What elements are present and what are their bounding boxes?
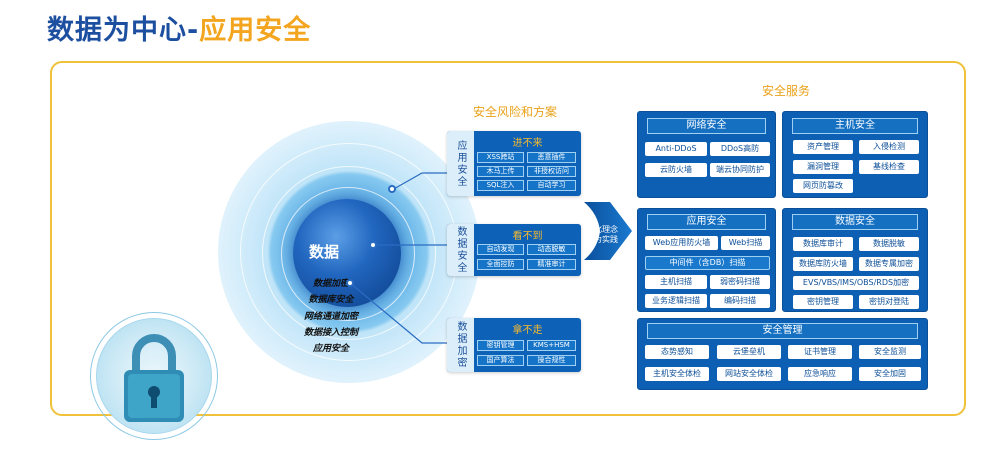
risk-card-head: 看不到 xyxy=(512,231,543,242)
service-section-title: 安全服务 xyxy=(762,84,811,98)
service-item: 网页防篡改 xyxy=(793,179,853,193)
service-item: 编码扫描 xyxy=(710,294,770,308)
connector-dot-app xyxy=(388,185,396,193)
ring-outline-3 xyxy=(281,187,415,321)
content-frame xyxy=(50,61,966,416)
risk-chip: 非授权访问 xyxy=(527,166,576,177)
connector-dot-encrypt xyxy=(346,279,354,287)
risk-card-side-label: 数据加密 xyxy=(447,318,474,372)
service-item: Web扫描 xyxy=(721,236,770,250)
transform-arrow-icon xyxy=(584,202,632,260)
service-item: 主机扫描 xyxy=(645,275,707,289)
risk-chip: 精准审计 xyxy=(527,259,576,270)
service-panel-network: 网络安全 Anti-DDoS DDoS高防 云防火墙 端云协同防护 xyxy=(637,111,776,198)
service-panel-management: 安全管理 态势感知 云堡垒机 证书管理 安全监测 主机安全体检 网站安全体检 应… xyxy=(637,318,928,390)
lock-icon xyxy=(124,334,184,422)
service-item: 端云协同防护 xyxy=(710,163,770,177)
service-item: 安全加固 xyxy=(859,367,921,381)
data-core-label: 数据 xyxy=(308,243,339,261)
service-item: 漏洞管理 xyxy=(793,160,853,174)
service-item: Web应用防火墙 xyxy=(645,236,718,250)
ring-connectors xyxy=(350,172,448,344)
ring-label-app-security: 应用安全 xyxy=(312,344,349,354)
service-item: 中间件（含DB）扫描 xyxy=(645,256,770,270)
risk-chip: 木马上传 xyxy=(477,166,524,177)
risk-card-data-security: 数据安全 看不到 自动发现 动态脱敏 全面控防 精准审计 xyxy=(447,224,581,276)
risk-chip: 全面控防 xyxy=(477,259,524,270)
service-item: 入侵检测 xyxy=(859,140,919,154)
service-panel-app: 应用安全 Web应用防火墙 Web扫描 中间件（含DB）扫描 主机扫描 弱密码扫… xyxy=(637,208,776,312)
service-item: 证书管理 xyxy=(788,345,852,359)
risk-card-app-security: 应用安全 进不来 XSS跨站 恶意插件 木马上传 非授权访问 SQL注入 自动学… xyxy=(447,131,581,196)
risk-chip: XSS跨站 xyxy=(477,152,524,163)
service-item: 弱密码扫描 xyxy=(710,275,770,289)
risk-chip: KMS+HSM xyxy=(527,340,576,351)
risk-chip: 密钥管理 xyxy=(477,340,524,351)
ring-label-access-control: 数据接入控制 xyxy=(303,328,358,338)
service-item: 云堡垒机 xyxy=(717,345,781,359)
transform-arrow-line2: 为实践 xyxy=(594,235,618,244)
service-item: 数据库审计 xyxy=(793,237,853,251)
service-panel-head: 主机安全 xyxy=(792,118,918,134)
service-panel-data: 数据安全 数据库审计 数据脱敏 数据库防火墙 数据专属加密 EVS/VBS/IM… xyxy=(782,208,928,312)
service-item: 主机安全体检 xyxy=(645,367,709,381)
ring-label-encryption: 数据加密 xyxy=(312,279,349,289)
service-item: DDoS高防 xyxy=(710,142,770,156)
lock-ring-outer xyxy=(90,312,218,440)
service-item: 资产管理 xyxy=(793,140,853,154)
service-panel-head: 网络安全 xyxy=(647,118,766,134)
risk-chip: SQL注入 xyxy=(477,180,524,191)
ring-label-db-security: 数据库安全 xyxy=(308,295,354,305)
service-panel-host: 主机安全 资产管理 入侵检测 漏洞管理 基线检查 网页防篡改 xyxy=(782,111,928,198)
service-item: 密钥对登陆 xyxy=(859,295,919,309)
risk-chip: 动态脱敏 xyxy=(527,244,576,255)
service-item: 云防火墙 xyxy=(645,163,707,177)
risk-chip: 自动学习 xyxy=(527,180,576,191)
data-core xyxy=(293,199,401,307)
service-item: 密钥管理 xyxy=(793,295,853,309)
service-item: 安全监测 xyxy=(859,345,921,359)
service-item: 态势感知 xyxy=(645,345,709,359)
service-item: 网站安全体检 xyxy=(717,367,781,381)
connector-dot-data xyxy=(369,241,377,249)
risk-card-head: 拿不走 xyxy=(512,325,543,336)
service-item: 数据脱敏 xyxy=(859,237,919,251)
risk-card-data-encryption: 数据加密 拿不走 密钥管理 KMS+HSM 国产算法 操合规性 xyxy=(447,318,581,372)
risk-chip: 恶意插件 xyxy=(527,152,576,163)
risk-card-side-label: 数据安全 xyxy=(447,224,474,276)
risk-chip: 操合规性 xyxy=(527,355,576,366)
risk-card-side-label: 应用安全 xyxy=(447,131,474,196)
risk-chip: 自动发现 xyxy=(477,244,524,255)
service-item: 应急响应 xyxy=(788,367,852,381)
transform-arrow-line1: 化理念 xyxy=(594,225,618,234)
service-panel-head: 安全管理 xyxy=(647,323,918,339)
page-title-main: 数据为中心- xyxy=(47,15,200,46)
service-item: 数据库防火墙 xyxy=(793,257,853,271)
risk-chip: 国产算法 xyxy=(477,355,524,366)
ring-label-channel-encryption: 网络通道加密 xyxy=(303,312,358,322)
service-item: EVS/VBS/IMS/OBS/RDS加密 xyxy=(793,276,919,290)
page-title: 数据为中心-应用安全 xyxy=(47,8,311,47)
risk-card-head: 进不来 xyxy=(512,138,543,149)
service-panel-head: 应用安全 xyxy=(647,214,766,230)
risk-section-title: 安全风险和方案 xyxy=(473,105,558,119)
service-item: 业务逻辑扫描 xyxy=(645,294,707,308)
page-title-highlight: 应用安全 xyxy=(199,15,312,46)
transform-arrow-label: 化理念 为实践 xyxy=(591,225,621,245)
service-item: Anti-DDoS xyxy=(645,142,707,156)
ring-outline-2 xyxy=(262,166,436,340)
service-item: 基线检查 xyxy=(859,160,919,174)
service-panel-head: 数据安全 xyxy=(792,214,918,230)
service-item: 数据专属加密 xyxy=(859,257,919,271)
